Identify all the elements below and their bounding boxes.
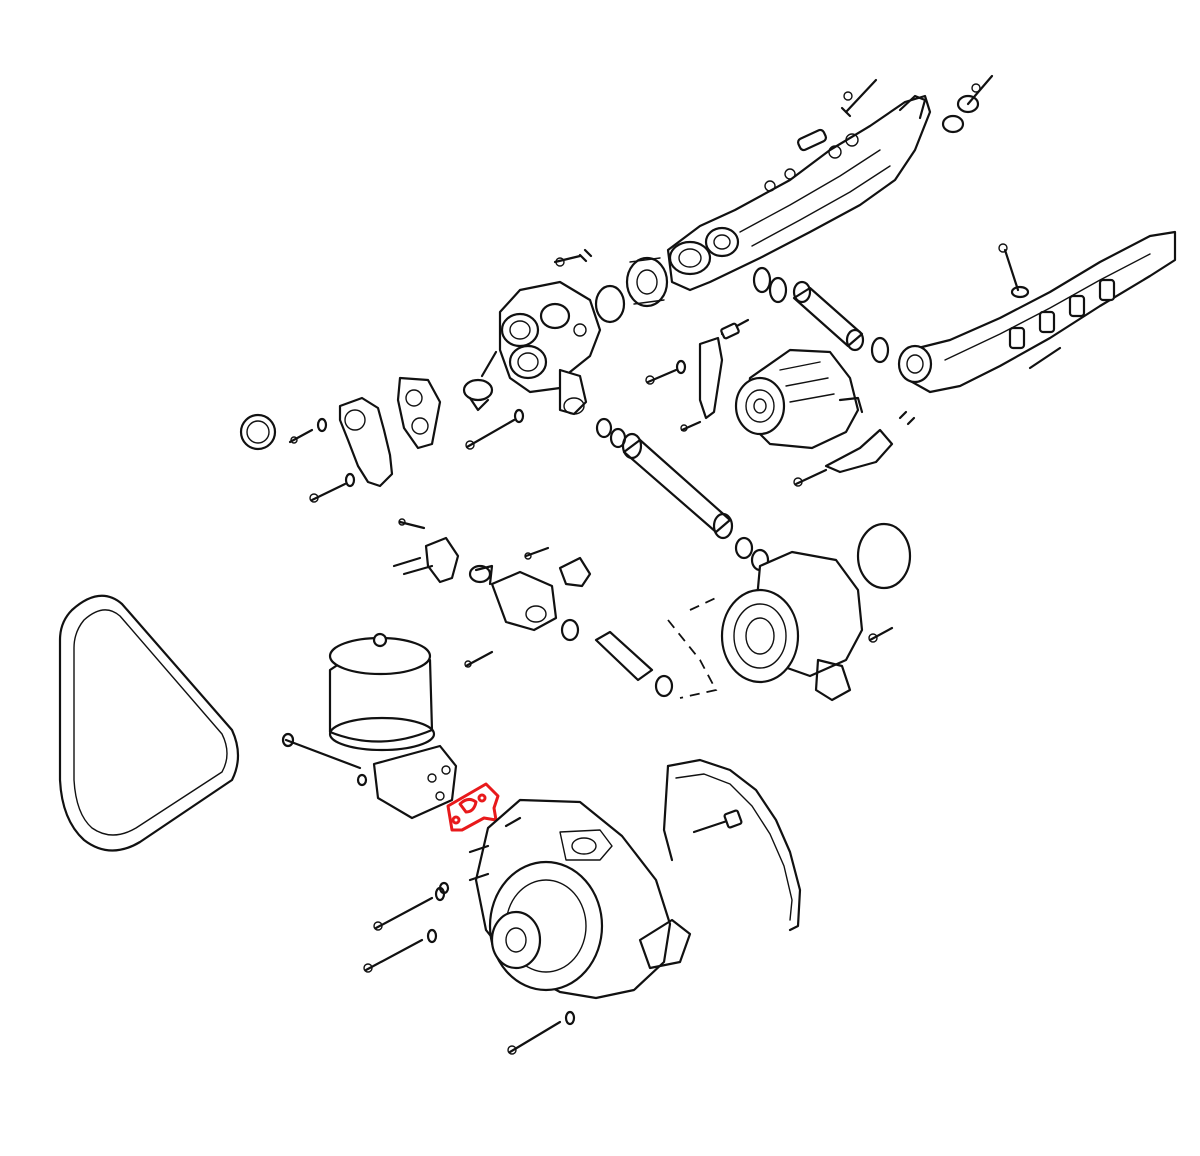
oil-filter bbox=[281, 632, 436, 770]
front-gear-cover bbox=[438, 798, 692, 1000]
housing-gasket bbox=[594, 256, 669, 324]
thermostat-housing bbox=[498, 248, 602, 416]
upper-tube bbox=[752, 266, 890, 364]
gasket-port bbox=[458, 797, 478, 814]
gasket-bolt-hole bbox=[477, 793, 487, 803]
front-cover-gasket bbox=[662, 758, 802, 932]
oil-filter-adapter bbox=[356, 744, 458, 820]
alternator-bracket bbox=[645, 318, 916, 487]
gasket-bolt-hole bbox=[451, 815, 461, 825]
cover-plug bbox=[239, 413, 277, 451]
drive-belt bbox=[58, 594, 240, 852]
alternator bbox=[734, 348, 864, 450]
coolant-outlet-elbow bbox=[392, 518, 674, 698]
pump-mounting-line bbox=[667, 595, 721, 699]
coolant-manifold-front bbox=[897, 230, 1177, 394]
coolant-manifold-rear bbox=[666, 94, 932, 292]
thermostat bbox=[462, 350, 525, 450]
coolant-transfer-tube bbox=[595, 417, 770, 572]
upper-bracket bbox=[288, 376, 442, 503]
water-pump-o-ring bbox=[856, 522, 912, 590]
manifold-bolts bbox=[840, 74, 994, 134]
oil-filter-adapter-gasket[interactable] bbox=[446, 782, 500, 832]
water-pump bbox=[720, 550, 894, 702]
cover-bolts bbox=[363, 886, 576, 1055]
